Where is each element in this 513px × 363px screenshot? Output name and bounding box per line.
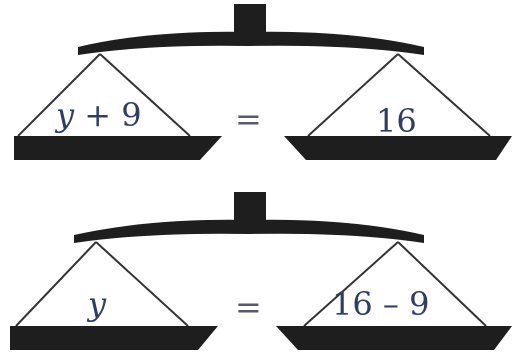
right-pan	[276, 326, 512, 350]
equals-sign: =	[235, 288, 262, 326]
balance-scale-drawing	[14, 4, 512, 160]
left-expression: y	[88, 288, 106, 320]
scale-post	[234, 4, 266, 34]
balance-scale-1: y + 9 = 16	[0, 4, 513, 174]
left-pan-strings	[15, 241, 189, 327]
right-expression: 16 – 9	[332, 285, 430, 323]
left-pan	[10, 326, 218, 350]
balance-scale-drawing	[10, 192, 512, 350]
right-pan-strings	[307, 53, 491, 137]
left-expression: y + 9	[56, 99, 142, 131]
left-pan	[14, 136, 222, 160]
left-pan-strings	[17, 53, 191, 137]
balance-scale-2: y = 16 – 9	[0, 192, 513, 362]
equals-sign: =	[235, 100, 262, 138]
scale-post	[234, 192, 266, 222]
variable-y: y	[56, 96, 75, 134]
scale-beam	[78, 31, 424, 55]
scale-beam	[74, 219, 424, 243]
left-expression-rest: + 9	[74, 96, 142, 134]
right-expression: 16	[376, 102, 417, 140]
right-pan	[284, 136, 512, 160]
right-pan-strings	[303, 241, 487, 327]
variable-y: y	[88, 285, 107, 323]
